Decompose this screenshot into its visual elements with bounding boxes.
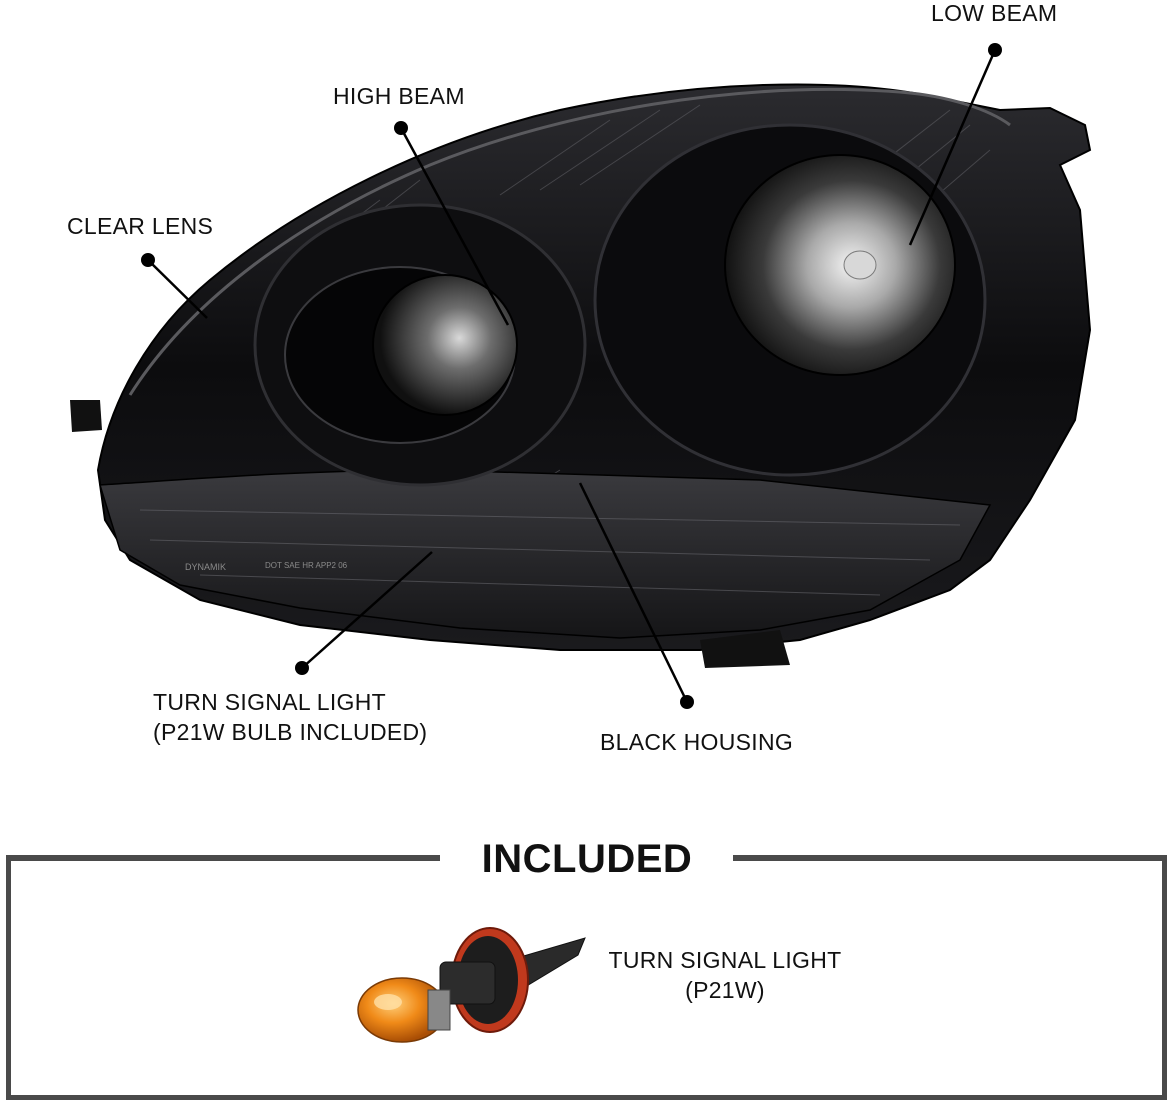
- frame-top-left: [6, 855, 440, 861]
- label-turn-signal-line1: TURN SIGNAL LIGHT: [153, 689, 386, 715]
- leader-high-beam: [399, 127, 510, 326]
- included-frame: [6, 855, 1167, 1100]
- svg-text:DOT SAE HR APP2 06: DOT SAE HR APP2 06: [265, 561, 348, 570]
- frame-top-right: [733, 855, 1167, 861]
- dot-clear-lens: [141, 253, 155, 267]
- label-turn-signal: TURN SIGNAL LIGHT (P21W BULB INCLUDED): [153, 687, 427, 747]
- label-black-housing: BLACK HOUSING: [600, 729, 794, 755]
- leader-clear-lens: [147, 259, 208, 319]
- leader-turn-signal: [301, 551, 433, 669]
- leader-low-beam: [908, 49, 997, 246]
- label-high-beam: HIGH BEAM: [333, 83, 465, 109]
- included-item-label: TURN SIGNAL LIGHT (P21W): [600, 945, 850, 1005]
- included-item-line1: TURN SIGNAL LIGHT: [608, 947, 842, 973]
- included-heading: INCLUDED: [481, 837, 693, 881]
- callout-lines: [141, 43, 1002, 709]
- dot-black-housing: [680, 695, 694, 709]
- dot-high-beam: [394, 121, 408, 135]
- label-turn-signal-line2: (P21W BULB INCLUDED): [153, 719, 428, 745]
- low-beam-reflector: [724, 154, 956, 376]
- headlight-image: DYNAMIK DOT SAE HR APP2 06: [70, 83, 1092, 668]
- dot-low-beam: [988, 43, 1002, 57]
- svg-text:DYNAMIK: DYNAMIK: [185, 562, 226, 572]
- included-item-line2: (P21W): [685, 977, 765, 1003]
- bulb-image: [357, 927, 586, 1043]
- dot-turn-signal: [295, 661, 309, 675]
- high-beam-lens: [372, 274, 518, 416]
- label-clear-lens: CLEAR LENS: [67, 213, 214, 239]
- label-low-beam: LOW BEAM: [931, 0, 1058, 26]
- leader-black-housing: [578, 482, 689, 703]
